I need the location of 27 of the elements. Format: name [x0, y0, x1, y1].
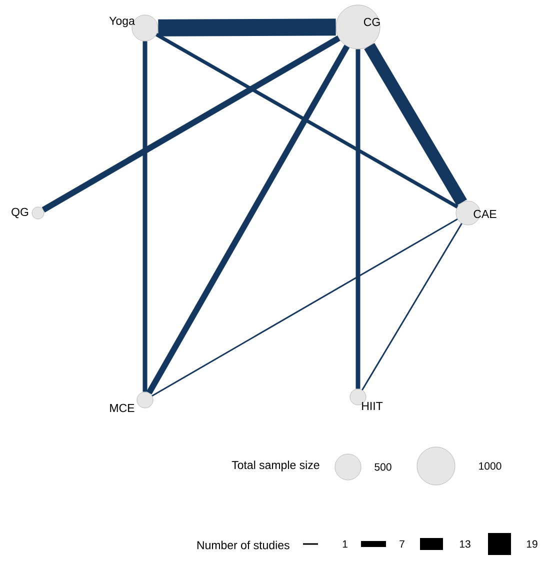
network-node: CAE — [456, 200, 496, 226]
network-edge — [356, 49, 360, 389]
legend-item: 500 — [334, 454, 392, 480]
network-edge — [142, 41, 148, 392]
legend-title: Total sample size — [232, 460, 320, 472]
network-edge — [156, 33, 458, 208]
legend-title: Number of studies — [197, 540, 290, 550]
network-node: HIIT — [350, 388, 383, 410]
network-edge — [364, 43, 467, 206]
node-label: QG — [12, 208, 28, 218]
legend-item: 1000 — [416, 446, 502, 486]
node-label: Yoga — [109, 16, 135, 28]
node-label: MCE — [110, 404, 134, 412]
network-node: CG — [336, 4, 380, 50]
legend-item: 7 — [361, 540, 404, 548]
legend-item: 1 — [303, 540, 348, 548]
network-edge — [146, 44, 350, 394]
network-edge — [158, 18, 336, 36]
network-node: QG — [12, 206, 44, 220]
network-edge — [42, 36, 340, 212]
legend-item: 19 — [488, 533, 538, 555]
legend-item: 13 — [420, 538, 470, 550]
network-edge — [152, 218, 458, 397]
node-label: HIIT — [362, 402, 383, 410]
network-edge — [362, 223, 462, 390]
network-node: Yoga — [109, 14, 158, 42]
network-node: MCE — [110, 392, 154, 412]
